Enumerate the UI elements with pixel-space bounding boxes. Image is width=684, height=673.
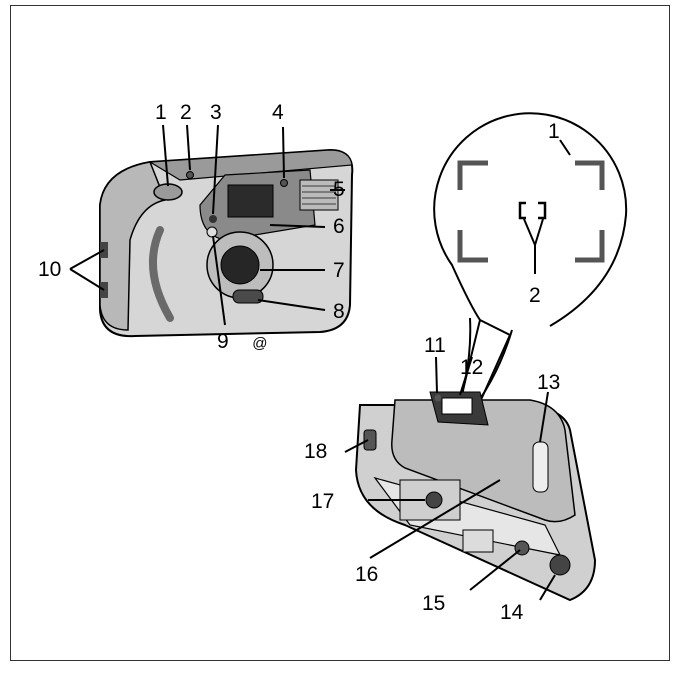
label-18: 18 xyxy=(304,440,327,463)
label-10: 10 xyxy=(38,258,61,281)
viewfinder-window xyxy=(227,184,274,218)
leader-lines xyxy=(69,124,571,601)
eyepiece-window xyxy=(441,397,473,415)
side-switch xyxy=(363,429,377,451)
label-1: 1 xyxy=(155,101,167,124)
front-camera-top-panel xyxy=(148,149,353,181)
figure-frame xyxy=(10,5,670,661)
shutter-button xyxy=(153,183,183,201)
viewfinder-label-2: 2 xyxy=(529,284,541,307)
front-camera-grip xyxy=(99,161,167,331)
label-13: 13 xyxy=(537,371,560,394)
sensor-b xyxy=(206,226,218,238)
label-12: 12 xyxy=(460,356,483,379)
label-9: 9 xyxy=(217,330,229,353)
label-15: 15 xyxy=(422,592,445,615)
label-16: 16 xyxy=(355,563,378,586)
frame-corners xyxy=(457,160,605,263)
tripod-socket xyxy=(425,491,443,509)
label-17: 17 xyxy=(311,490,334,513)
callout-tail-right xyxy=(477,329,513,403)
back-camera-cover xyxy=(391,399,576,523)
label-14: 14 xyxy=(500,601,524,624)
front-camera-strap-groove xyxy=(148,226,174,322)
lens xyxy=(220,245,260,285)
flash-window xyxy=(299,179,339,211)
reference-mark: @ xyxy=(252,335,267,352)
indicator-dot xyxy=(186,171,194,179)
lamp xyxy=(280,179,288,187)
flash-ridges xyxy=(302,185,336,205)
film-knob xyxy=(549,554,571,576)
front-camera xyxy=(99,148,354,338)
back-camera xyxy=(354,391,597,602)
label-4: 4 xyxy=(272,101,284,124)
label-6: 6 xyxy=(333,215,345,238)
label-7: 7 xyxy=(333,259,345,282)
label-8: 8 xyxy=(333,300,345,323)
back-lamp xyxy=(434,394,442,402)
label-5: 5 xyxy=(333,178,345,201)
viewfinder-label-1: 1 xyxy=(548,120,560,143)
label-3: 3 xyxy=(210,101,222,124)
label-11: 11 xyxy=(424,334,446,357)
sensor-a xyxy=(209,215,217,223)
label-2: 2 xyxy=(180,101,192,124)
af-bracket xyxy=(518,201,547,220)
film-window xyxy=(532,441,549,493)
lens-cover-switch xyxy=(232,289,264,304)
battery-cover xyxy=(462,529,494,553)
